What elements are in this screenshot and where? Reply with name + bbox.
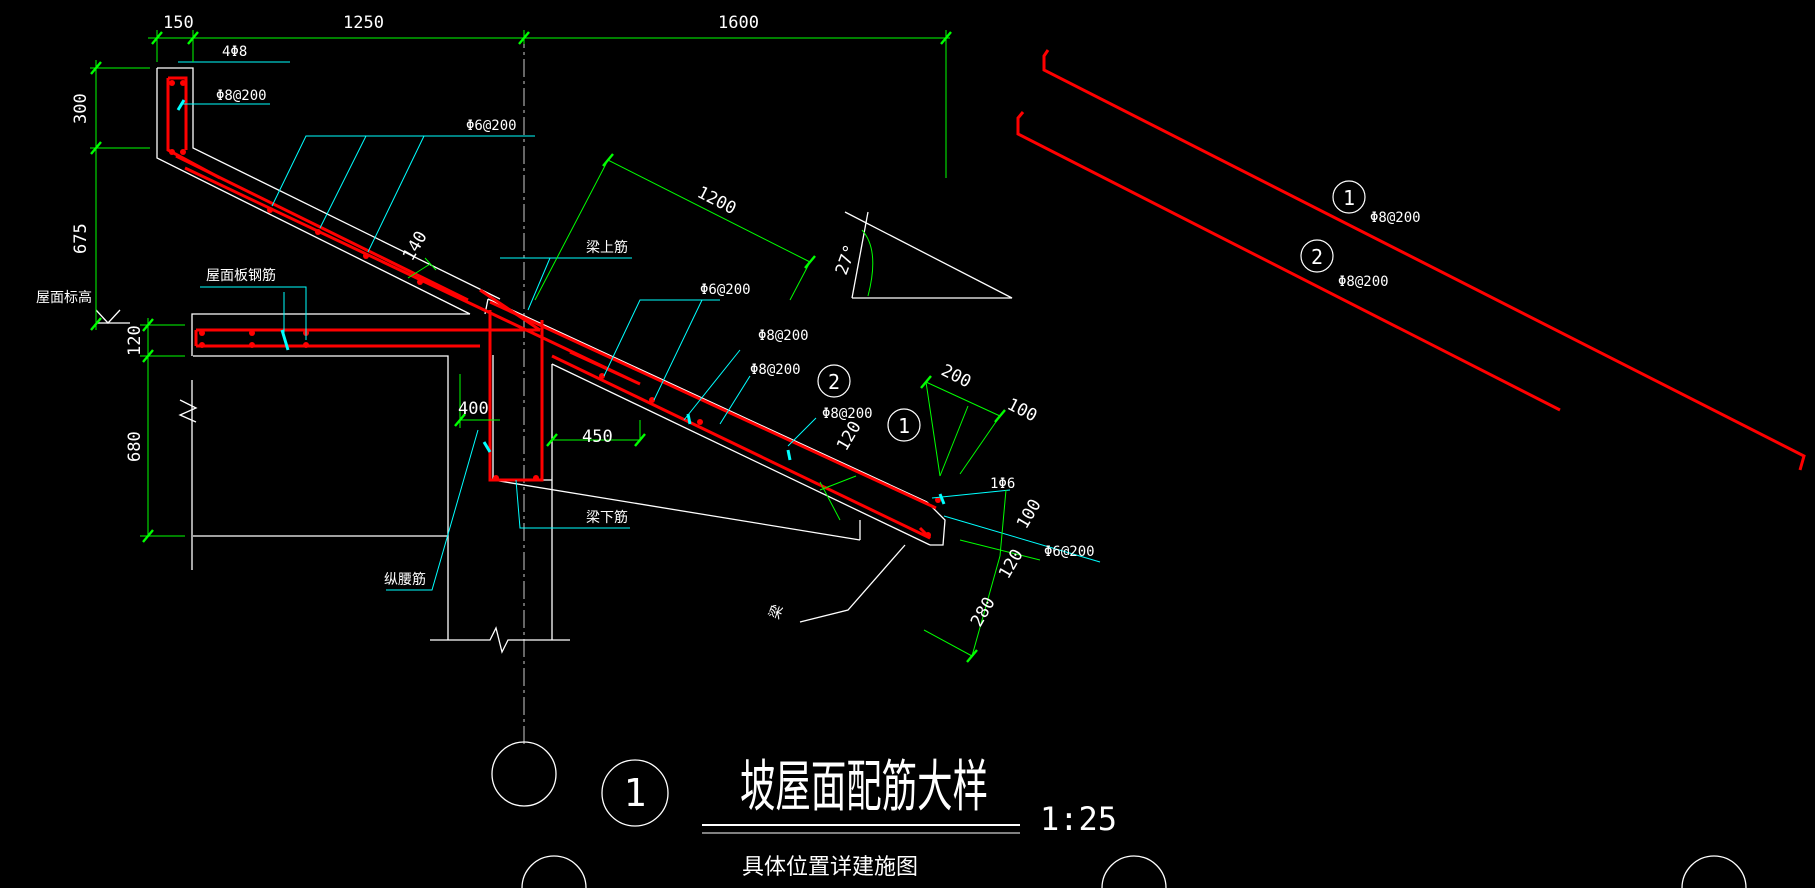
label-edge-distribution: Φ6@200 — [1044, 544, 1095, 560]
label-edge-bar: 1Φ6 — [990, 476, 1015, 492]
dim-100-edge: 100 — [1013, 496, 1046, 533]
detail-scale: 1:25 — [1040, 800, 1117, 838]
bar-shape-2 — [1016, 111, 1561, 412]
dim-1200: 1200 — [694, 183, 740, 219]
title-block: 1 坡屋面配筋大样 1:25 具体位置详建施图 — [491, 741, 1747, 888]
dim-280: 280 — [967, 594, 1000, 631]
callout-circle-2 — [817, 364, 851, 398]
detail-number-circle — [601, 759, 669, 827]
bar-shape-1-circle — [1332, 180, 1366, 214]
label-parapet-stirrup: Φ8@200 — [216, 88, 267, 104]
callout-number-1: 1 — [898, 414, 910, 438]
dim-400: 400 — [458, 399, 489, 419]
bar-shape-1-spec: Φ8@200 — [1370, 210, 1421, 226]
dim-150: 150 — [163, 13, 194, 33]
dim-100-top: 100 — [1004, 395, 1040, 427]
dim-1250: 1250 — [343, 13, 384, 33]
label-bar-b: Φ8@200 — [750, 362, 801, 378]
label-roof-elevation: 屋面标高 — [36, 289, 92, 306]
bar-shape-1 — [1042, 49, 1806, 471]
bar-shape-diagrams: 1 Φ8@200 2 Φ8@200 — [1016, 49, 1806, 471]
dim-300: 300 — [71, 93, 91, 124]
callout-circle-1 — [887, 408, 921, 442]
section-callouts: 2 1 — [817, 364, 921, 442]
dimension-lines — [90, 30, 1041, 657]
label-waist-bars: 纵腰筋 — [384, 571, 426, 588]
leader-ticks — [176, 99, 946, 505]
bottom-circle-b — [1101, 855, 1167, 888]
bottom-circle-a — [521, 855, 587, 888]
rebar-dots — [169, 80, 941, 538]
label-bar-c: Φ8@200 — [822, 406, 873, 422]
dim-120-slab: 120 — [125, 325, 145, 356]
dim-120-edge: 120 — [995, 546, 1028, 583]
dimension-text: 150 1250 1600 300 675 120 680 400 450 14… — [71, 13, 1046, 631]
bar-shape-2-number: 2 — [1311, 245, 1323, 269]
leader-lines — [178, 61, 1101, 591]
label-mid-distribution: Φ6@200 — [700, 282, 751, 298]
dim-675: 675 — [71, 223, 91, 254]
bar-shape-2-circle — [1300, 239, 1334, 273]
callout-number-2: 2 — [828, 370, 840, 394]
dim-680: 680 — [125, 431, 145, 462]
dim-1600: 1600 — [718, 13, 759, 33]
bar-shape-2-spec: Φ8@200 — [1338, 274, 1389, 290]
label-bar-a: Φ8@200 — [758, 328, 809, 344]
dim-200: 200 — [938, 361, 974, 393]
bar-shape-1-number: 1 — [1343, 186, 1355, 210]
axis-bubble — [491, 741, 557, 807]
concrete-outline — [95, 67, 1013, 654]
label-top-bars: 4Φ8 — [222, 44, 247, 60]
dim-450: 450 — [582, 427, 613, 447]
detail-number: 1 — [624, 771, 647, 815]
dim-120-slope: 120 — [833, 418, 866, 455]
bottom-circle-c — [1681, 855, 1747, 888]
dimension-ticks — [90, 31, 1006, 663]
detail-title: 坡屋面配筋大样 — [740, 755, 988, 820]
label-beam-top-bars: 梁上筋 — [586, 239, 628, 256]
detail-subtitle: 具体位置详建施图 — [742, 855, 918, 880]
label-slab-distribution: Φ6@200 — [466, 118, 517, 134]
rebar-labels: 4Φ8 Φ8@200 Φ6@200 屋面标高 屋面板钢筋 梁上筋 Φ6@200 … — [36, 44, 1095, 621]
label-roof-slab-bars: 屋面板钢筋 — [206, 267, 276, 284]
label-beam: 梁 — [767, 603, 787, 622]
dim-140: 140 — [399, 228, 432, 265]
label-beam-bottom-bars: 梁下筋 — [586, 509, 628, 526]
